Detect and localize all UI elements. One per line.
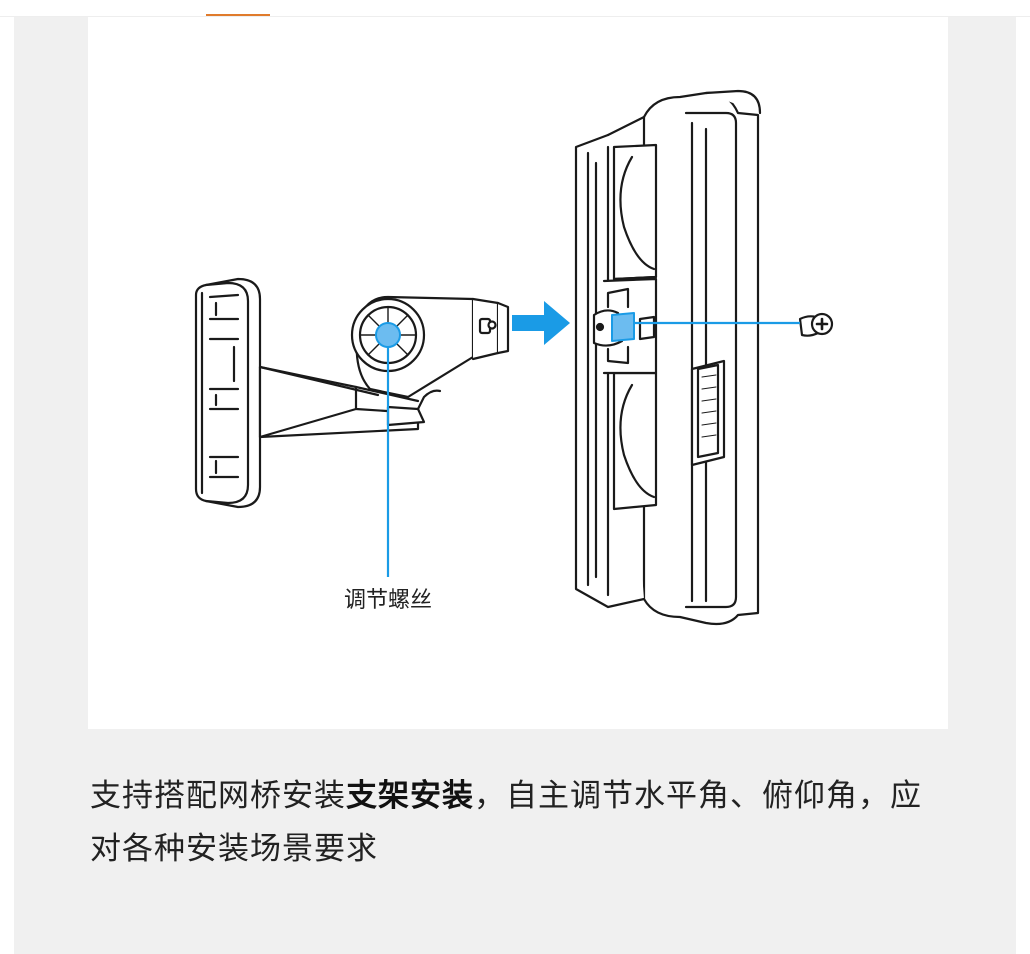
- caption-bold-part: 支架安装: [346, 778, 474, 814]
- fixing-screw-icon: [798, 312, 834, 337]
- caption-part-2: ，自主调节水平角、俯仰角，应对各种安装场景要求: [90, 778, 922, 867]
- mount-bolt-icon: [611, 312, 635, 342]
- top-divider: [0, 16, 1030, 17]
- active-tab-indicator: [206, 14, 270, 17]
- caption-part-1: 支持搭配网桥安装: [90, 778, 346, 814]
- installation-diagram: 调节螺丝: [88, 17, 948, 729]
- callout-label: 调节螺丝: [344, 588, 432, 613]
- direction-arrow-icon: [512, 301, 570, 345]
- diagram-svg: 调节螺丝: [194, 89, 834, 626]
- radio-unit: [574, 89, 762, 626]
- adjustment-screw-icon: [375, 322, 401, 348]
- caption-text: 支持搭配网桥安装支架安装，自主调节水平角、俯仰角，应对各种安装场景要求: [90, 770, 950, 876]
- wall-mount-plate: [194, 277, 262, 509]
